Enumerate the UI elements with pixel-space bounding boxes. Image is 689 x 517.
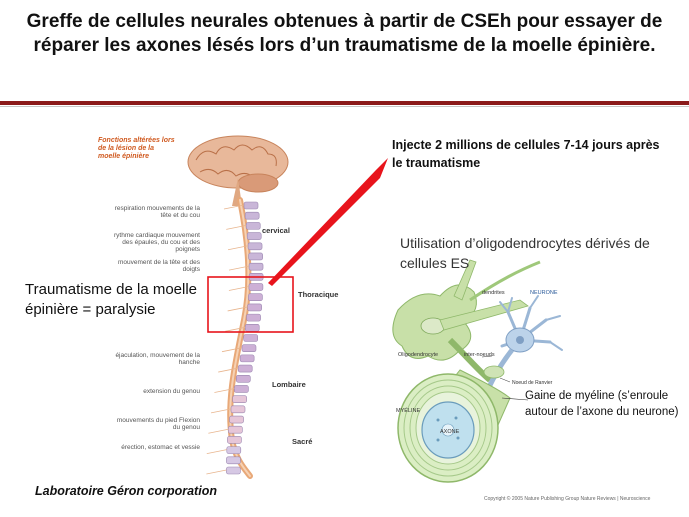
vertebra (227, 436, 242, 444)
function-label-5: extension du genou (143, 388, 200, 395)
vertebra (237, 364, 253, 373)
function-label-2: rythme cardiaque mouvement des épaules, … (114, 232, 200, 253)
slide-title: Greffe de cellules neurales obtenues à p… (26, 11, 663, 56)
function-label-7: érection, estomac et vessie (121, 444, 200, 451)
vertebra (236, 374, 251, 383)
injection-pointer-arrow (268, 158, 388, 286)
oligodendrocyte-note: Utilisation d’oligodendrocytes dérivés d… (400, 235, 650, 271)
vertebra (230, 405, 246, 414)
vertebra (228, 425, 243, 434)
vertebra (234, 385, 249, 393)
label-internoeuds: inter-noeuds (464, 352, 495, 358)
vertebra (245, 222, 261, 230)
spine-figure-heading: Fonctions altérées lors de la lésion de … (98, 137, 175, 160)
function-label-4: éjaculation, mouvement de la hanche (115, 352, 200, 366)
label-ranvier: Noeud de Ranvier (512, 380, 553, 386)
segment-sacre: Sacré (292, 437, 313, 446)
vertebra (239, 354, 255, 363)
vertebra (246, 313, 261, 322)
spinal-nerve (206, 449, 227, 455)
brain-illustration (187, 135, 289, 206)
injury-highlight-box (207, 276, 294, 333)
spinal-nerve (227, 245, 249, 251)
lab-credit: Laboratoire Géron corporation (35, 484, 217, 498)
vertebra (248, 293, 263, 302)
spinal-nerve (226, 224, 247, 230)
title-rule-shadow (0, 106, 689, 107)
label-axone: AXONE (440, 429, 460, 435)
injection-note: Injecte 2 millions de cellules 7-14 jour… (392, 138, 660, 170)
spinal-nerve (218, 367, 239, 373)
vertebra (248, 252, 263, 261)
label-neurone: NEURONE (530, 290, 558, 296)
vertebra (232, 395, 247, 403)
vertebra (241, 344, 257, 352)
spinal-nerve (221, 347, 243, 353)
spinal-nerve (228, 265, 250, 271)
vertebra (247, 303, 262, 312)
vertebra (248, 283, 264, 291)
spinal-nerve (228, 286, 249, 291)
vertebra (244, 324, 260, 332)
segment-cervical: cervical (262, 226, 290, 235)
spine-illustration (227, 197, 253, 479)
segment-thoracique: Thoracique (298, 290, 339, 299)
copyright-note: Copyright © 2005 Nature Publishing Group… (484, 496, 651, 502)
spinal-nerve (214, 388, 235, 393)
spinal-nerves (206, 204, 250, 475)
vertebra (246, 232, 262, 240)
vertebra (226, 446, 242, 454)
myelinated-axon (397, 365, 511, 483)
function-label-3: mouvement de la tête et des doigts (117, 259, 200, 273)
vertebra (243, 201, 259, 210)
label-myeline: MYÉLINE (396, 408, 421, 414)
segment-lombaire: Lombaire (272, 380, 306, 389)
spinal-nerve (223, 204, 245, 210)
vertebra (248, 262, 264, 271)
spinal-nerve (206, 469, 227, 475)
title-rule (0, 101, 689, 105)
vertebra (226, 456, 241, 465)
oligodendrocyte-diagram (392, 259, 563, 483)
vertebra (226, 466, 241, 475)
label-dendrites: dendrites (482, 290, 505, 296)
vertebra (243, 334, 259, 342)
vertebra (244, 211, 260, 220)
function-label-6: mouvements du pied Flexion du genou (116, 417, 200, 431)
spinal-nerve (225, 326, 246, 332)
spinal-nerve (227, 306, 248, 312)
myelin-note: Gaine de myéline (s’enroule autour de l’… (525, 390, 679, 418)
vertebrae-group (226, 201, 264, 475)
label-oligodendrocyte: Oligodendrocyte (398, 352, 439, 358)
trauma-note: Traumatisme de la moelle épinière = para… (25, 281, 198, 318)
function-label-1: respiration mouvements de la tête et du … (114, 205, 200, 219)
vertebra (247, 242, 263, 251)
spinal-nerve (208, 428, 229, 434)
spinal-nerve (210, 408, 232, 414)
vertebra (229, 415, 244, 424)
